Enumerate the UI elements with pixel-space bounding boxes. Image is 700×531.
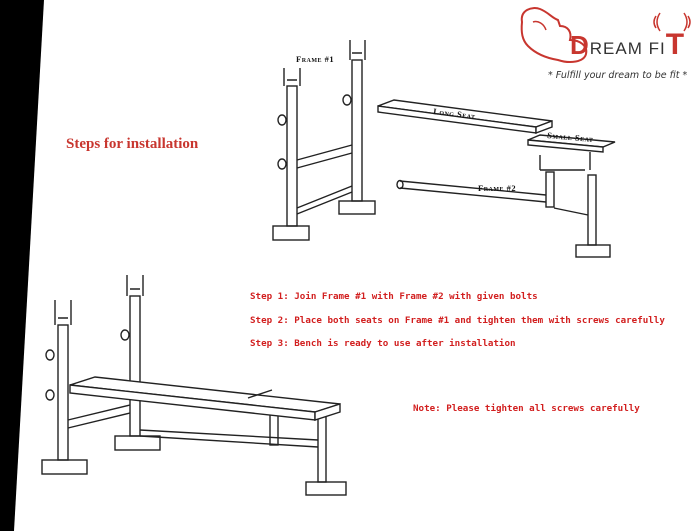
- step-1-text: Step 1: Join Frame #1 with Frame #2 with…: [250, 291, 538, 302]
- page-title: Steps for installation: [66, 136, 199, 152]
- part-label-frame2: Frame #2: [478, 183, 516, 193]
- brand-word-ream: REAM: [589, 39, 643, 58]
- step-3-text: Step 3: Bench is ready to use after inst…: [250, 338, 516, 349]
- note-text: Note: Please tighten all screws carefull…: [413, 403, 640, 414]
- part-label-small-seat: Small Seat: [547, 130, 594, 144]
- brand-name: DREAM FIT: [570, 28, 685, 62]
- brand-letter-t: T: [665, 28, 686, 61]
- step-2-text: Step 2: Place both seats on Frame #1 and…: [250, 315, 665, 326]
- brand-tagline: * Fulfill your dream to be fit *: [548, 70, 688, 81]
- brand-letter-d: D: [570, 30, 590, 60]
- part-label-frame1: Frame #1: [296, 54, 334, 64]
- brand-word-fi: FI: [648, 39, 666, 58]
